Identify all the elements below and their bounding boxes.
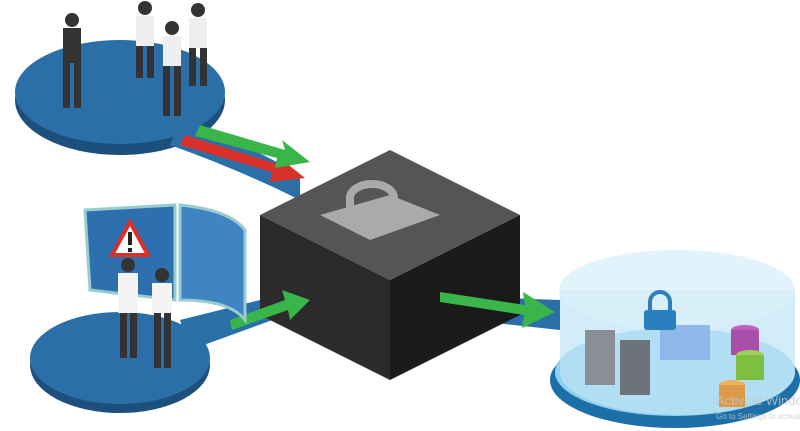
- warning-icon: [108, 217, 152, 257]
- arrow-green-icon: [195, 125, 310, 168]
- server-rack: [585, 330, 615, 385]
- lock-icon: [320, 180, 440, 240]
- server-rack: [620, 340, 650, 395]
- database-icon: [550, 250, 800, 428]
- monitor-screens: [83, 203, 247, 325]
- watermark-title: Activate Windows: [716, 393, 800, 408]
- arrow-green-icon: [440, 292, 555, 328]
- lock-icon: [644, 290, 676, 330]
- user-group-icon: [63, 1, 207, 368]
- arrow-green-icon: [230, 290, 310, 330]
- top-left-platform: [15, 40, 300, 200]
- watermark-subtitle: Go to Settings to activate: [716, 412, 800, 421]
- arrow-red-icon: [180, 135, 305, 182]
